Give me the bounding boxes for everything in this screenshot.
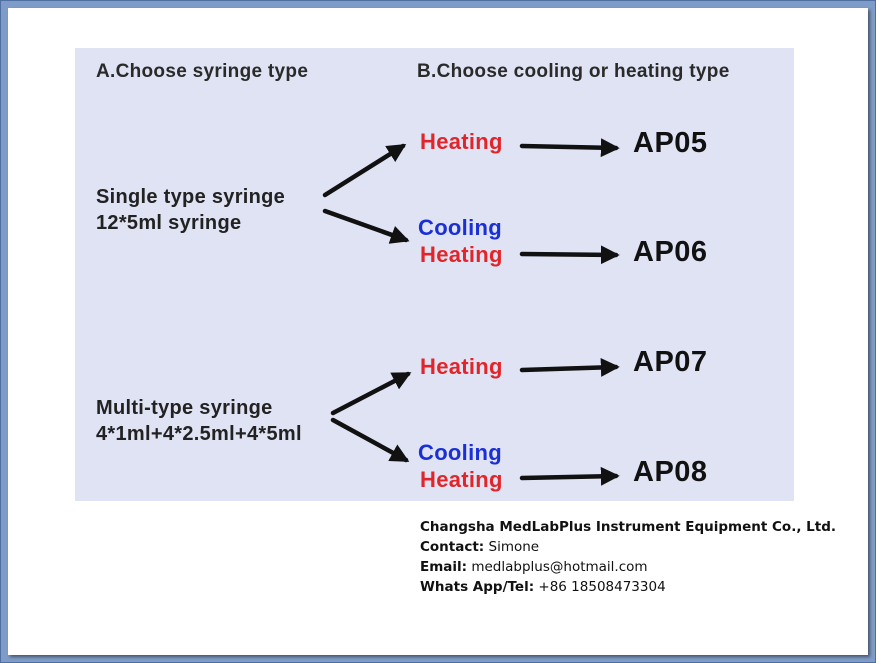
- contact-person: Contact: Simone: [420, 537, 836, 557]
- syringe-single-spec: 12*5ml syringe: [96, 212, 242, 234]
- option-ap07-heating: Heating: [420, 354, 503, 379]
- phone-label: Whats App/Tel:: [420, 579, 535, 595]
- arrow-diagonal-icon: [330, 417, 410, 463]
- option-ap06-heating: Heating: [420, 242, 503, 267]
- arrow-diagonal-icon: [322, 143, 407, 198]
- model-ap05: AP05: [633, 127, 708, 159]
- syringe-single-name: Single type syringe: [96, 186, 286, 208]
- option-ap08-heating: Heating: [420, 467, 503, 492]
- model-ap06: AP06: [633, 236, 708, 268]
- option-ap05-heating: Heating: [420, 129, 503, 154]
- arrow-right-icon: [519, 358, 620, 377]
- arrow-diagonal-icon: [330, 371, 412, 416]
- arrow-diagonal-icon: [322, 208, 410, 244]
- syringe-multi-spec: 4*1ml+4*2.5ml+4*5ml: [96, 423, 302, 445]
- contact-label: Contact:: [420, 539, 485, 555]
- arrow-right-icon: [519, 138, 620, 158]
- phone: Whats App/Tel: +86 18508473304: [420, 577, 836, 597]
- arrow-right-icon: [519, 466, 620, 486]
- phone-value: +86 18508473304: [534, 579, 666, 595]
- email-label: Email:: [420, 559, 468, 575]
- header-cooling-heating-type: B.Choose cooling or heating type: [417, 61, 730, 82]
- selection-diagram-panel: [75, 48, 794, 501]
- arrow-right-icon: [519, 245, 620, 265]
- option-ap06-cooling: Cooling: [418, 215, 502, 240]
- email: Email: medlabplus@hotmail.com: [420, 557, 836, 577]
- email-value[interactable]: medlabplus@hotmail.com: [467, 559, 648, 575]
- model-ap08: AP08: [633, 456, 708, 488]
- model-ap07: AP07: [633, 346, 708, 378]
- contact-block: Changsha MedLabPlus Instrument Equipment…: [420, 517, 836, 597]
- option-ap08-cooling: Cooling: [418, 440, 502, 465]
- header-syringe-type: A.Choose syringe type: [96, 61, 309, 82]
- company-name: Changsha MedLabPlus Instrument Equipment…: [420, 519, 836, 535]
- syringe-multi-name: Multi-type syringe: [96, 397, 273, 419]
- contact-value: Simone: [484, 539, 540, 555]
